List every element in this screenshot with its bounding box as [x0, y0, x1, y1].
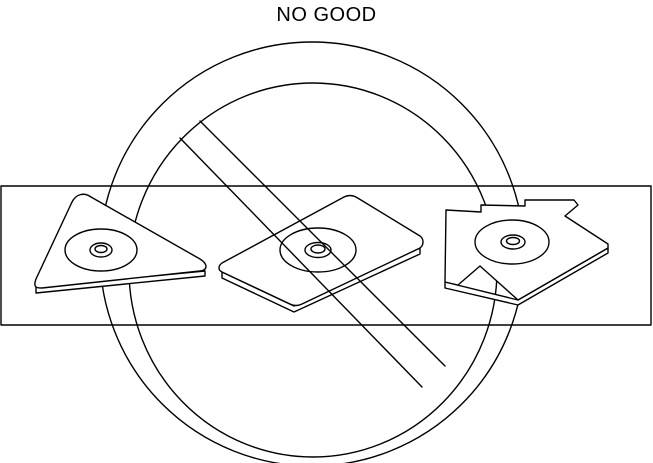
diamond-washer [218, 194, 424, 313]
triangular-washer [34, 193, 207, 294]
prohibition-slash [179, 120, 446, 388]
arrow-washer [444, 199, 609, 306]
washer-frame [0, 185, 652, 326]
no-good-label: NO GOOD [276, 4, 377, 26]
